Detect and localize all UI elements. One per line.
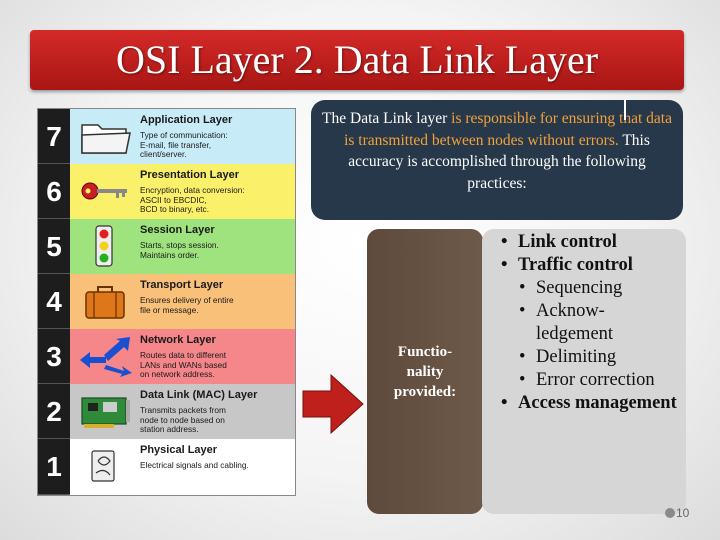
layer-data-link: 2 Data Link (MAC) Layer Transmits packet… bbox=[38, 384, 295, 439]
briefcase-icon bbox=[85, 286, 125, 319]
layer-number: 6 bbox=[38, 164, 70, 219]
sub-item-acknowledgement: Acknow-ledgement bbox=[498, 300, 678, 346]
page-bullet-icon bbox=[665, 508, 675, 518]
slide-title: OSI Layer 2. Data Link Layer bbox=[115, 37, 599, 82]
cable-icon bbox=[91, 450, 115, 482]
description-box: The Data Link layer is responsible for e… bbox=[311, 100, 683, 220]
osi-layer-stack: 7 Application Layer Type of communicatio… bbox=[37, 108, 296, 496]
list-item-traffic-control: Traffic control bbox=[498, 254, 678, 277]
layer-number: 5 bbox=[38, 219, 70, 274]
routing-arrows-icon bbox=[80, 337, 132, 377]
right-arrow-icon bbox=[302, 373, 364, 435]
description-highlight: is responsible for ensuring that data is… bbox=[344, 110, 672, 149]
network-card-icon bbox=[81, 397, 130, 428]
layer-application: 7 Application Layer Type of communicatio… bbox=[38, 109, 295, 164]
layer-transport: 4 Transport Layer Ensures delivery of en… bbox=[38, 274, 295, 329]
layer-name: Data Link (MAC) Layer bbox=[140, 389, 258, 401]
description-text: The Data Link layer bbox=[322, 110, 452, 127]
list-item-link-control: Link control bbox=[498, 231, 678, 254]
sub-item-delimiting: Delimiting bbox=[498, 346, 678, 369]
list-item-access-management: Access management bbox=[498, 392, 678, 415]
title-bar: OSI Layer 2. Data Link Layer bbox=[30, 30, 684, 90]
divider-line bbox=[624, 100, 626, 120]
practices-list: Link control Traffic control Sequencing … bbox=[498, 231, 678, 415]
layer-description: Starts, stops session. Maintains order. bbox=[140, 240, 219, 260]
layer-session: 5 Session Layer Starts, stops session. M… bbox=[38, 219, 295, 274]
description-text-end: This accuracy is accomplished through th… bbox=[348, 131, 650, 192]
traffic-light-icon bbox=[95, 225, 113, 267]
layer-name: Session Layer bbox=[140, 224, 215, 236]
layer-number: 1 bbox=[38, 439, 70, 495]
sub-item-sequencing: Sequencing bbox=[498, 277, 678, 300]
layer-name: Application Layer bbox=[140, 114, 233, 126]
layer-physical: 1 Physical Layer Electrical signals and … bbox=[38, 439, 295, 495]
key-icon bbox=[81, 182, 127, 200]
layer-description: Electrical signals and cabling. bbox=[140, 460, 249, 470]
layer-description: Ensures delivery of entire file or messa… bbox=[140, 295, 234, 315]
sub-item-error-correction: Error correction bbox=[498, 369, 678, 392]
page-number: 10 bbox=[676, 506, 690, 520]
layer-number: 7 bbox=[38, 109, 70, 164]
layer-description: Type of communication: E-mail, file tran… bbox=[140, 130, 228, 159]
layer-network: 3 Network Layer Routes data to different… bbox=[38, 329, 295, 384]
layer-presentation: 6 Presentation Layer Encryption, data co… bbox=[38, 164, 295, 219]
layer-description: Transmits packets from node to node base… bbox=[140, 405, 226, 434]
layer-name: Physical Layer bbox=[140, 444, 218, 456]
layer-description: Encryption, data conversion: ASCII to EB… bbox=[140, 185, 245, 214]
functionality-label: Functio- nality provided: bbox=[393, 343, 457, 400]
layer-name: Transport Layer bbox=[140, 279, 224, 291]
functionality-box: Functio- nality provided: bbox=[367, 229, 483, 514]
layer-name: Network Layer bbox=[140, 334, 216, 346]
layer-number: 2 bbox=[38, 384, 70, 439]
folder-icon bbox=[81, 124, 131, 154]
layer-description: Routes data to different LANs and WANs b… bbox=[140, 350, 227, 379]
layer-number: 4 bbox=[38, 274, 70, 329]
layer-number: 3 bbox=[38, 329, 70, 384]
layer-name: Presentation Layer bbox=[140, 169, 240, 181]
